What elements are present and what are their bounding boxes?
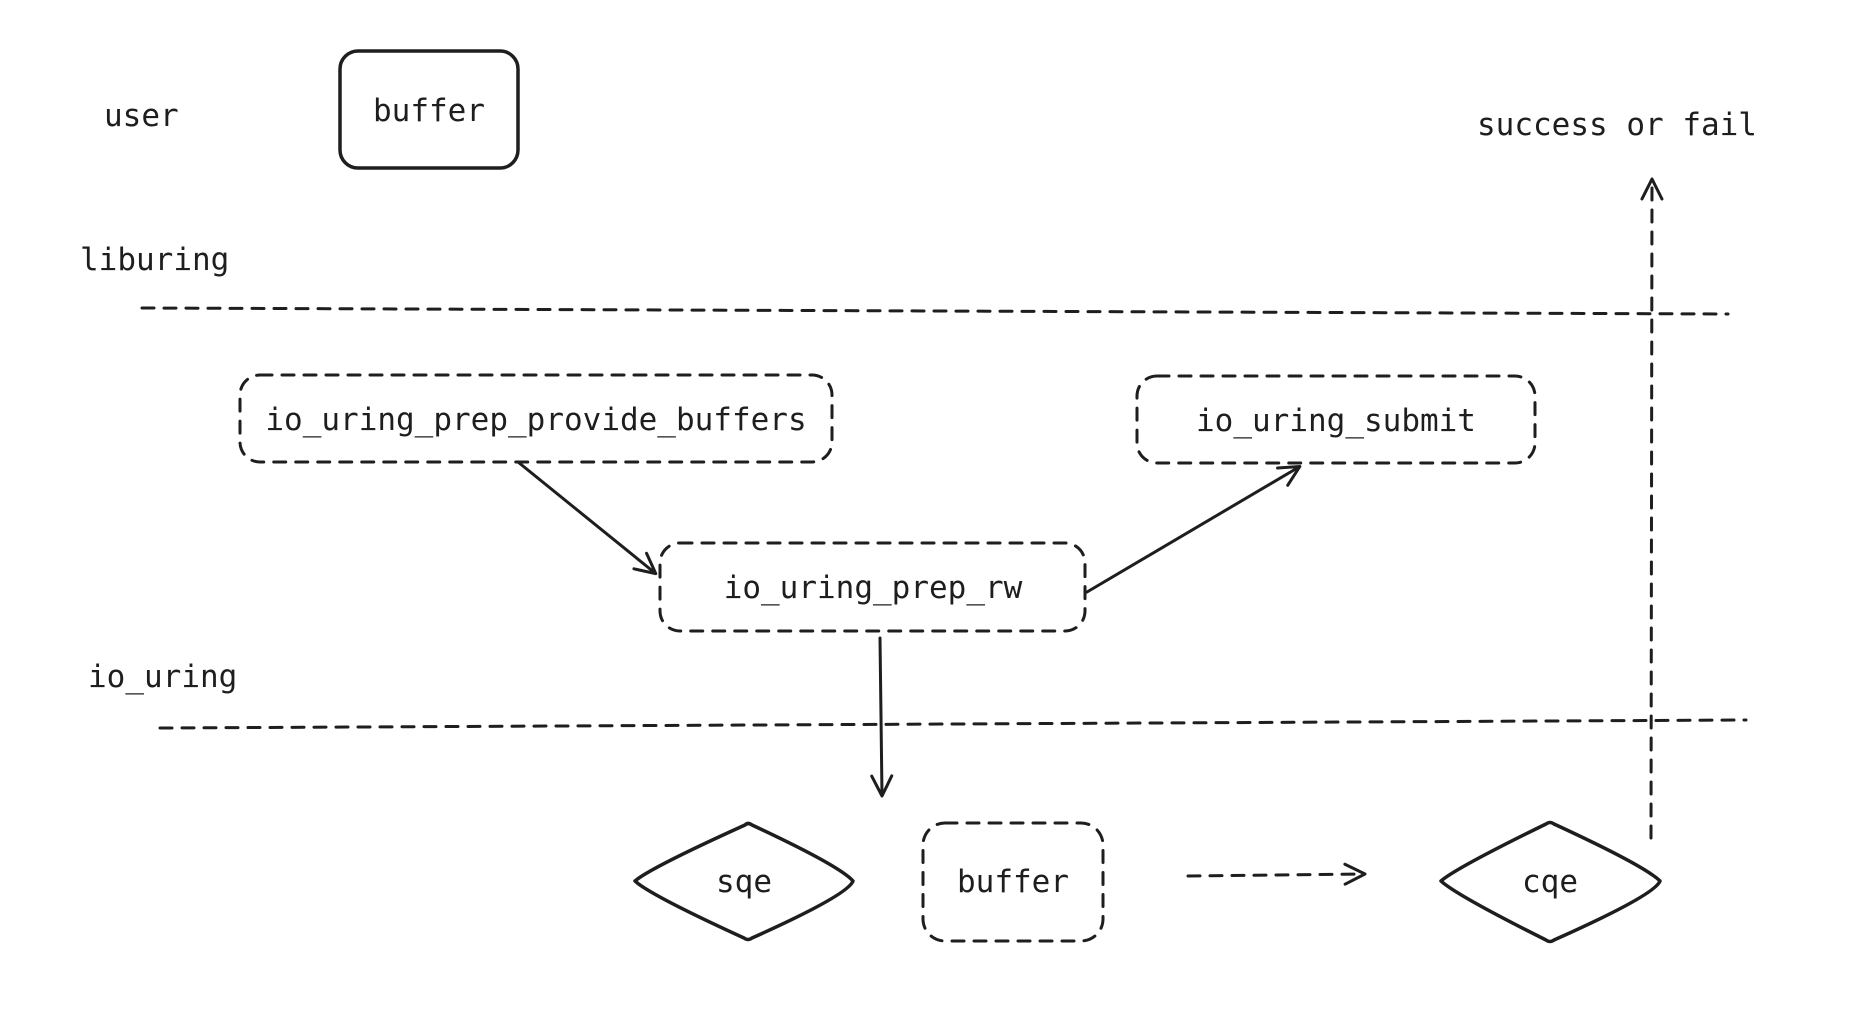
liburing-boundary-line: [140, 306, 1730, 316]
layer-label-user: user: [104, 98, 179, 134]
user-buffer-box: buffer: [338, 49, 520, 170]
layer-label-io-uring: io_uring: [88, 659, 237, 695]
submit-box: io_uring_submit: [1135, 374, 1537, 465]
kernel-buffer-label: buffer: [957, 864, 1069, 900]
submit-label: io_uring_submit: [1196, 403, 1476, 439]
provide-buffers-box: io_uring_prep_provide_buffers: [238, 373, 834, 464]
arrow-cqe-to-result: [1640, 177, 1664, 840]
layer-label-liburing: liburing: [80, 242, 229, 278]
io-uring-boundary-line: [158, 718, 1748, 730]
user-buffer-label: buffer: [373, 93, 485, 129]
arrow-rw-to-submit: [1085, 464, 1302, 594]
sqe-label: sqe: [716, 864, 772, 900]
kernel-buffer-box: buffer: [921, 821, 1105, 943]
arrow-provide-to-rw: [516, 460, 658, 576]
provide-buffers-label: io_uring_prep_provide_buffers: [265, 402, 806, 438]
prep-rw-box: io_uring_prep_rw: [658, 541, 1087, 633]
arrow-buffer-to-cqe: [1186, 862, 1367, 886]
prep-rw-label: io_uring_prep_rw: [724, 570, 1023, 606]
result-label: success or fail: [1477, 107, 1757, 143]
arrow-rw-to-sqe: [870, 636, 894, 798]
cqe-diamond: cqe: [1439, 820, 1662, 944]
cqe-label: cqe: [1522, 864, 1578, 900]
sqe-diamond: sqe: [633, 821, 855, 942]
